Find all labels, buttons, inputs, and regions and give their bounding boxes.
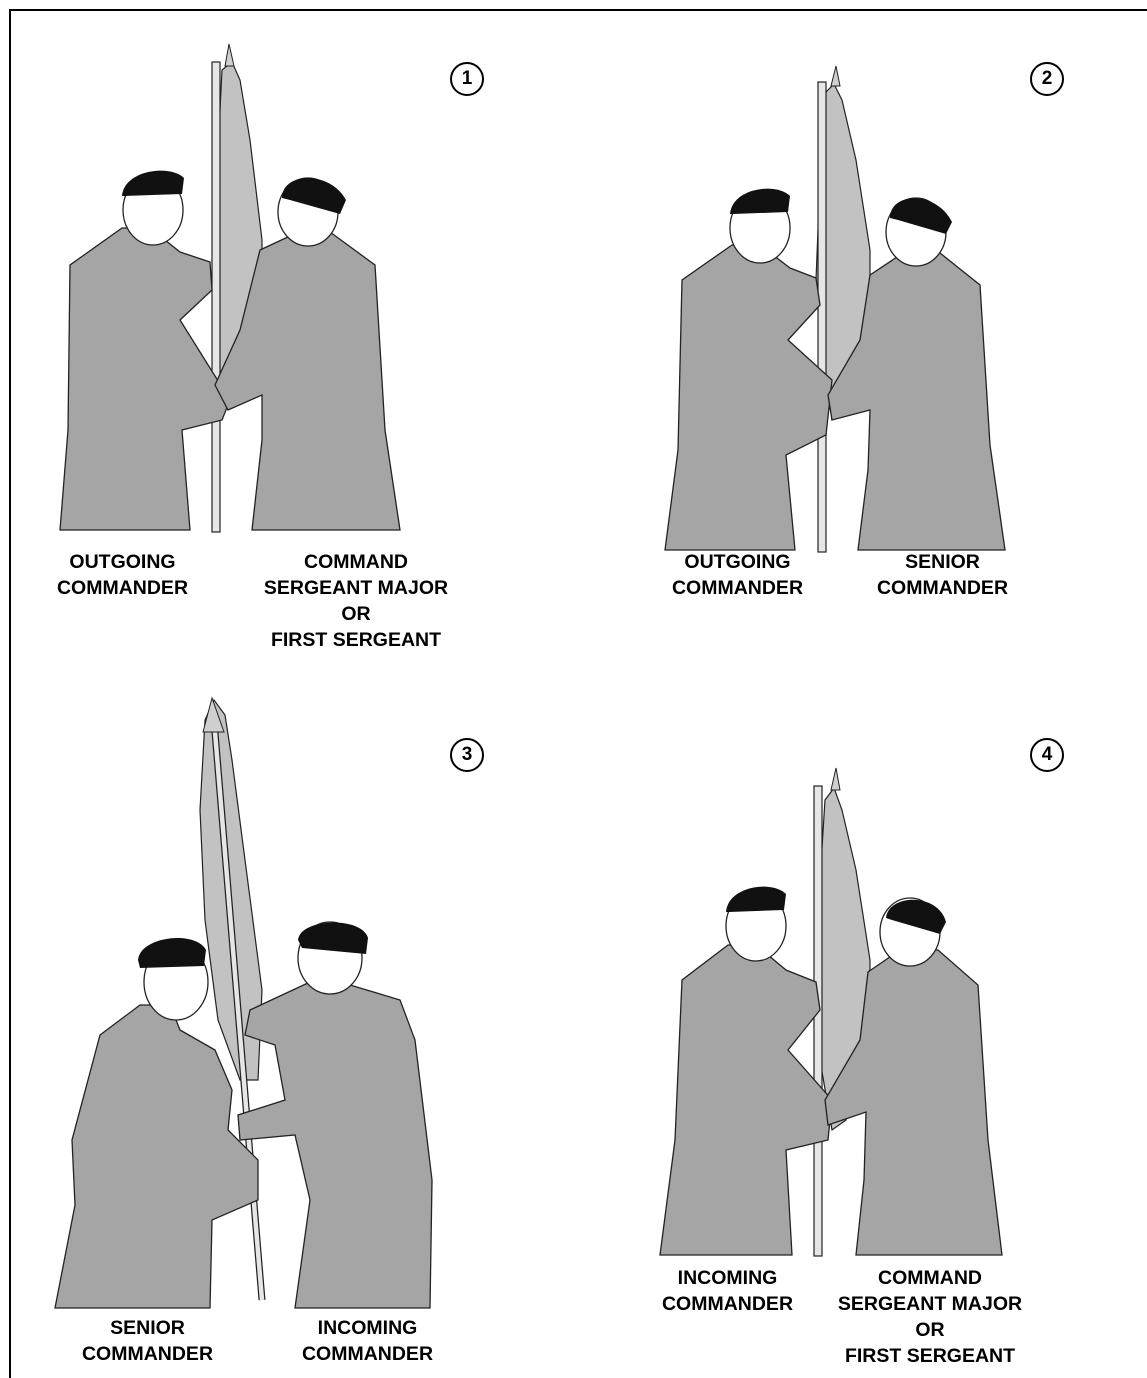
panel-1: 1 OUTGOING COMMANDER COMMAND SERGEANT MA… xyxy=(0,0,570,660)
caption-line: FIRST SERGEANT xyxy=(844,1345,1016,1367)
panel-2-illustration xyxy=(664,65,1006,553)
caption-line: COMMANDER xyxy=(81,1343,214,1365)
caption-line: SENIOR xyxy=(110,1317,185,1339)
caption-line: COMMAND xyxy=(304,551,408,573)
left-soldier-beret xyxy=(726,886,786,912)
left-soldier-body xyxy=(54,1004,259,1309)
panel-1-illustration xyxy=(59,43,401,533)
caption-line: COMMAND xyxy=(878,1267,982,1289)
panel-4-illustration xyxy=(659,767,1003,1257)
left-caption: INCOMING COMMANDER xyxy=(645,1265,810,1317)
caption-line: OR xyxy=(341,603,371,625)
left-soldier-beret xyxy=(138,937,206,968)
left-soldier-beret xyxy=(730,188,790,214)
panel-2: 2 OUTGOING COMMANDER SENIOR COMMANDER xyxy=(570,0,1147,660)
flag-pole xyxy=(817,81,827,553)
caption-line: SERGEANT MAJOR xyxy=(837,1293,1023,1315)
caption-line: OUTGOING xyxy=(69,551,176,573)
right-caption: COMMAND SERGEANT MAJOR OR FIRST SERGEANT xyxy=(250,549,462,653)
caption-line: OR xyxy=(915,1319,945,1341)
right-soldier-body xyxy=(237,981,433,1309)
step-number-badge: 1 xyxy=(450,62,484,96)
right-caption: SENIOR COMMANDER xyxy=(860,549,1025,601)
left-soldier-body xyxy=(59,227,231,531)
left-caption: SENIOR COMMANDER xyxy=(65,1315,230,1367)
flag-pole xyxy=(813,785,823,1257)
caption-line: SENIOR xyxy=(905,551,980,573)
flag-finial xyxy=(202,696,225,733)
left-soldier-body xyxy=(659,944,833,1256)
right-soldier-body xyxy=(214,231,401,531)
right-caption: INCOMING COMMANDER xyxy=(285,1315,450,1367)
right-caption: COMMAND SERGEANT MAJOR OR FIRST SERGEANT xyxy=(824,1265,1036,1369)
flag-finial xyxy=(830,65,841,87)
flag-finial xyxy=(830,767,841,791)
right-soldier-body xyxy=(827,252,1006,551)
panel-4: 4 INCOMING COMMANDER COMMAND SERGEANT MA… xyxy=(570,660,1147,1378)
flag-pole xyxy=(211,61,221,533)
left-caption: OUTGOING COMMANDER xyxy=(655,549,820,601)
step-number-badge: 3 xyxy=(450,738,484,772)
right-soldier-beret xyxy=(890,198,952,234)
caption-line: INCOMING xyxy=(677,1267,778,1289)
caption-line: INCOMING xyxy=(317,1317,418,1339)
caption-line: SERGEANT MAJOR xyxy=(263,577,449,599)
caption-line: COMMANDER xyxy=(56,577,189,599)
caption-line: FIRST SERGEANT xyxy=(270,629,442,651)
step-number-badge: 4 xyxy=(1030,738,1064,772)
step-number-badge: 2 xyxy=(1030,62,1064,96)
right-soldier-beret xyxy=(298,922,368,954)
caption-line: COMMANDER xyxy=(301,1343,434,1365)
panel-3: 3 SENIOR COMMANDER INCOMING COMMANDER xyxy=(0,660,570,1378)
flag-finial xyxy=(224,43,235,67)
caption-line: COMMANDER xyxy=(661,1293,794,1315)
caption-line: COMMANDER xyxy=(671,577,804,599)
right-soldier-beret xyxy=(886,899,946,934)
left-soldier-body xyxy=(664,244,833,551)
flag-pole-highlight xyxy=(211,719,265,1301)
left-caption: OUTGOING COMMANDER xyxy=(40,549,205,601)
panel-3-illustration xyxy=(54,696,433,1309)
figure-frame xyxy=(9,9,1147,1378)
left-soldier-beret xyxy=(122,170,184,196)
right-soldier-body xyxy=(824,949,1003,1256)
right-soldier-beret xyxy=(282,178,346,214)
caption-line: COMMANDER xyxy=(876,577,1009,599)
caption-line: OUTGOING xyxy=(684,551,791,573)
